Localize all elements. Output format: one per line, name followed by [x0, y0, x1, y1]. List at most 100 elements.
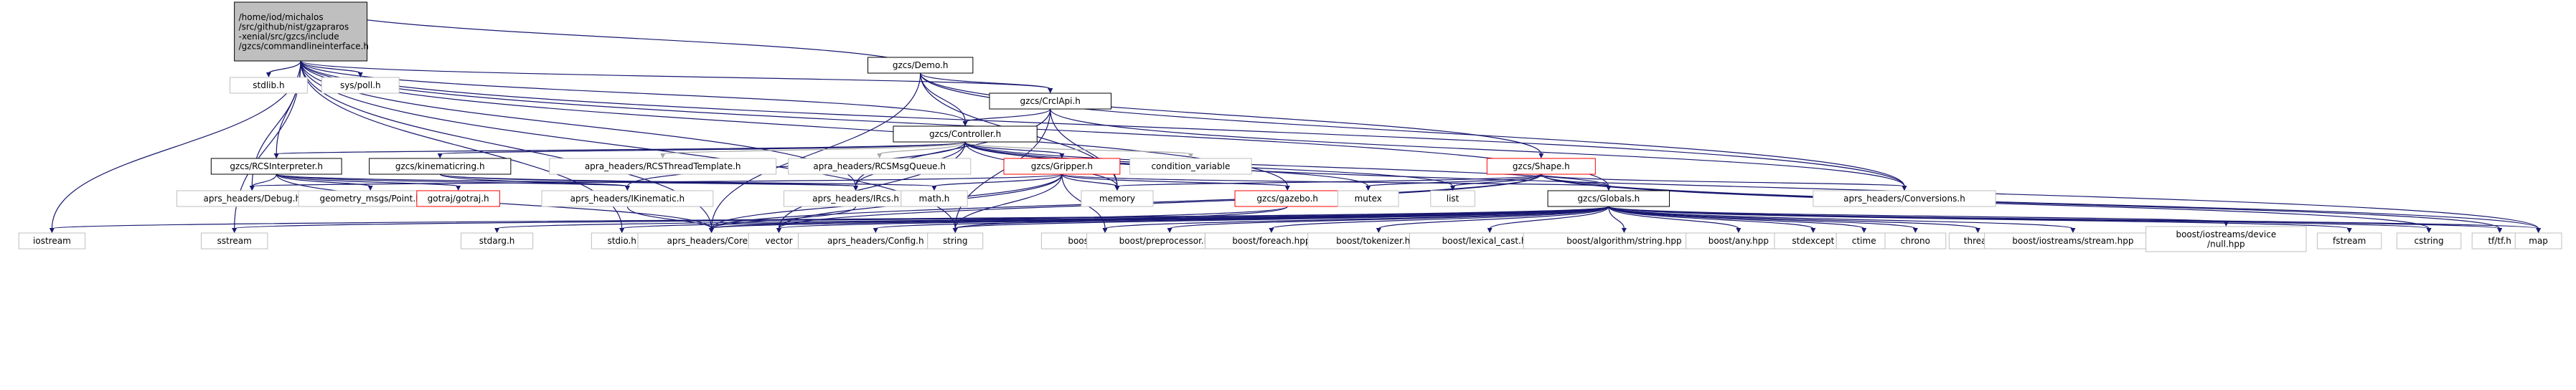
- node-label: aprs_headers/Debug.h: [203, 194, 301, 204]
- node-demo[interactable]: gzcs/Demo.h: [868, 57, 974, 74]
- edge-shape-to-memory: [1117, 173, 1542, 187]
- node-controller[interactable]: gzcs/Controller.h: [893, 125, 1038, 143]
- node-cstring[interactable]: cstring: [2396, 232, 2462, 249]
- node-label: gzcs/Shape.h: [1513, 161, 1570, 171]
- edge-globals-to-boostforeach: [1271, 206, 1609, 229]
- arrowhead-gripper-to-gzgazebo: [1284, 186, 1290, 191]
- arrowhead-globals-to-boosttok: [1376, 228, 1381, 233]
- node-aprsdebug[interactable]: aprs_headers/Debug.h: [177, 190, 328, 207]
- node-kinring[interactable]: gzcs/kinematicring.h: [369, 158, 512, 175]
- node-label: /src/github/nist/gzapraros: [239, 22, 349, 32]
- node-label: boost/preprocessor.hpp: [1119, 236, 1221, 246]
- node-boostalgo[interactable]: boost/algorithm/string.hpp: [1523, 232, 1726, 249]
- node-label: aprs_headers/IKinematic.h: [570, 194, 685, 204]
- node-label: gzcs/Globals.h: [1577, 194, 1640, 204]
- node-gzgazebo[interactable]: gzcs/gazebo.h: [1234, 190, 1340, 207]
- node-label: memory: [1099, 194, 1135, 204]
- edge-globals-to-string: [954, 206, 1609, 229]
- node-box: [2145, 226, 2307, 252]
- node-boostany[interactable]: boost/any.hpp: [1686, 232, 1792, 249]
- node-map[interactable]: map: [2514, 232, 2562, 249]
- node-label: /gzcs/commandlineinterface.h: [239, 41, 369, 51]
- node-chrono[interactable]: chrono: [1884, 232, 1947, 249]
- node-aprsikin[interactable]: aprs_headers/IKinematic.h: [541, 190, 714, 207]
- arrowhead-globals-to-stdio: [619, 228, 625, 233]
- node-shape[interactable]: gzcs/Shape.h: [1486, 158, 1596, 175]
- node-box: [927, 232, 984, 249]
- node-aprsconv[interactable]: aprs_headers/Conversions.h: [1813, 190, 1996, 207]
- edge-globals-to-map: [1608, 206, 2539, 229]
- node-box: [788, 158, 972, 175]
- edge-crclapi-to-aprsconv: [1050, 108, 1905, 187]
- node-mathh[interactable]: math.h: [901, 190, 968, 207]
- arrowhead-globals-to-boostlex: [1487, 228, 1493, 233]
- node-crclapi[interactable]: gzcs/CrclApi.h: [989, 92, 1111, 110]
- node-rcsinterp[interactable]: gzcs/RCSInterpreter.h: [210, 158, 342, 175]
- node-label: iostream: [33, 236, 71, 246]
- edge-kinring-to-aprsikin: [439, 173, 628, 187]
- arrowhead-crclapi-to-controller: [962, 121, 968, 126]
- node-label: stdarg.h: [479, 236, 515, 246]
- edge-controller-to-rcsinterp: [276, 141, 966, 155]
- node-rcsmsgqueue[interactable]: apra_headers/RCSMsgQueue.h: [788, 158, 972, 175]
- node-label: gzcs/CrclApi.h: [1020, 96, 1081, 106]
- node-root: /home/iod/michalos/src/github/nist/gzapr…: [234, 1, 369, 62]
- node-geompoint[interactable]: geometry_msgs/Point.h: [298, 190, 443, 207]
- node-globals[interactable]: gzcs/Globals.h: [1547, 190, 1670, 207]
- node-boostnull[interactable]: boost/iostreams/device/null.hpp: [2145, 226, 2307, 252]
- node-box: [1129, 158, 1252, 175]
- arrowhead-globals-to-ctime: [1861, 228, 1867, 233]
- node-box: [1337, 190, 1399, 207]
- arrowhead-aprsikin-to-aprscore: [708, 228, 714, 233]
- edge-rcsinterp-to-aprsikin: [276, 173, 628, 187]
- node-iostream[interactable]: iostream: [18, 232, 86, 249]
- node-gotraj[interactable]: gotraj/gotraj.h: [416, 190, 500, 207]
- node-gripper[interactable]: gzcs/Gripper.h: [1003, 158, 1121, 175]
- node-string[interactable]: string: [927, 232, 984, 249]
- node-box: [1813, 190, 1996, 207]
- edge-root-to-aprsconv: [300, 60, 1905, 187]
- node-syspoll[interactable]: sys/poll.h: [321, 77, 400, 94]
- node-mutex[interactable]: mutex: [1337, 190, 1399, 207]
- node-box: [461, 232, 534, 249]
- node-rcsthread[interactable]: apra_headers/RCSThreadTemplate.h: [549, 158, 777, 175]
- node-label: geometry_msgs/Point.h: [320, 194, 421, 204]
- node-memory[interactable]: memory: [1081, 190, 1154, 207]
- node-stdlib[interactable]: stdlib.h: [229, 77, 308, 94]
- arrowhead-globals-to-cstring: [2426, 228, 2432, 233]
- node-box: [369, 158, 512, 175]
- graph-nodes: /home/iod/michalos/src/github/nist/gzapr…: [18, 1, 2562, 252]
- arrowhead-globals-to-vector: [776, 228, 781, 233]
- node-sstream[interactable]: sstream: [200, 232, 268, 249]
- node-stdarg[interactable]: stdarg.h: [461, 232, 534, 249]
- node-label: math.h: [919, 194, 950, 204]
- node-tftf[interactable]: tf/tf.h: [2471, 232, 2528, 249]
- node-fstream[interactable]: fstream: [2316, 232, 2382, 249]
- arrowhead-globals-to-iostream: [49, 228, 55, 233]
- node-label: gzcs/RCSInterpreter.h: [230, 161, 323, 171]
- edge-demo-to-aprsconv: [920, 72, 1905, 187]
- node-boostiostream[interactable]: boost/iostreams/stream.hpp: [1984, 232, 2162, 249]
- node-aprsconfig[interactable]: aprs_headers/Config.h: [797, 232, 954, 249]
- node-label: cstring: [2415, 236, 2444, 246]
- node-box: [1486, 158, 1596, 175]
- arrowhead-gripper-to-mathh: [931, 186, 937, 191]
- node-ctime[interactable]: ctime: [1835, 232, 1892, 249]
- node-label: boost/foreach.hpp: [1232, 236, 1310, 246]
- node-stdio[interactable]: stdio.h: [591, 232, 653, 249]
- arrowhead-demo-to-shape: [1538, 153, 1544, 158]
- edge-globals-to-boostlex: [1489, 206, 1609, 229]
- edge-demo-to-aprscore: [710, 72, 921, 229]
- node-box: [321, 77, 400, 94]
- node-list[interactable]: list: [1430, 190, 1475, 207]
- edge-gripper-to-gzgazebo: [1061, 173, 1288, 187]
- node-label: sys/poll.h: [340, 80, 381, 90]
- node-label: gzcs/gazebo.h: [1256, 194, 1318, 204]
- arrowhead-shape-to-mutex: [1365, 186, 1371, 191]
- edge-aprsircs-to-aprscore: [710, 206, 857, 229]
- edge-root-to-stdlib: [268, 60, 301, 74]
- edge-controller-to-rcsmsgqueue: [879, 141, 966, 155]
- node-condvar[interactable]: condition_variable: [1129, 158, 1252, 175]
- node-box: [893, 125, 1038, 143]
